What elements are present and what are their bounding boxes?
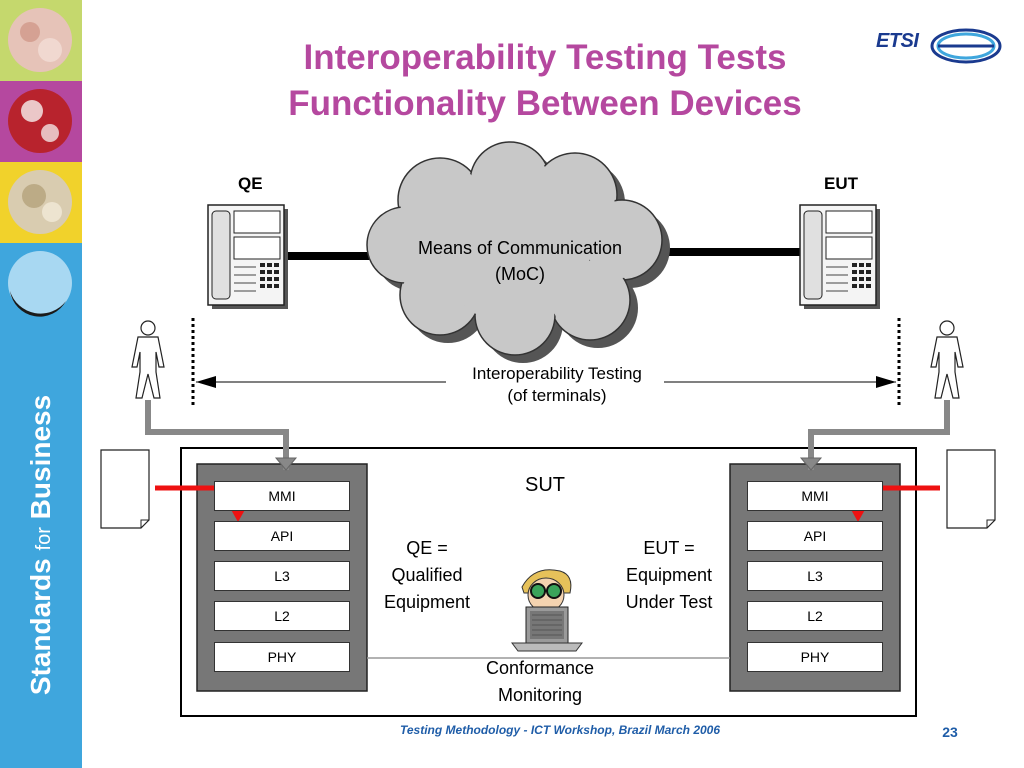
eut-layer-l2: L2	[747, 601, 883, 631]
eut-definition-line2: Equipment	[625, 565, 713, 585]
qe-definition-line2: Qualified	[391, 565, 463, 585]
interop-arrow-left-icon	[196, 376, 216, 388]
link-moc-eut	[655, 248, 800, 256]
qe-layer-api: API	[214, 521, 350, 551]
slide-title-line2: Functionality Between Devices	[288, 84, 802, 123]
eut-test-document-icon	[946, 449, 996, 529]
qe-layer-l3: L3	[214, 561, 350, 591]
eut-layer-phy: PHY	[747, 642, 883, 672]
qe-test-document-icon	[100, 449, 150, 529]
sidebar-tile-green	[0, 0, 82, 81]
qe-layer-mmi: MMI	[214, 481, 350, 511]
eut-definition-line3: Under Test	[625, 592, 713, 612]
qe-definition-line3: Equipment	[383, 592, 471, 612]
eut-layer-api: API	[747, 521, 883, 551]
qe-user-icon	[131, 320, 165, 399]
sidebar-strip: Standards for Business	[0, 0, 82, 768]
eut-telephone-icon	[799, 204, 880, 309]
interop-label-line1: Interoperability Testing	[472, 364, 642, 383]
slide-title-line1: Interoperability Testing Tests	[303, 38, 787, 77]
eut-layer-mmi: MMI	[747, 481, 883, 511]
cloud-label-line1: Means of Communication	[417, 238, 623, 258]
page-number: 23	[942, 724, 958, 740]
qe-telephone-icon	[207, 204, 288, 309]
qe-label: QE	[238, 174, 263, 193]
sut-label: SUT	[525, 474, 565, 496]
cloud-icon	[366, 141, 670, 363]
eut-label: EUT	[824, 174, 858, 193]
qe-layer-phy: PHY	[214, 642, 350, 672]
eut-user-feed-line	[799, 400, 950, 471]
sidebar-tile-blue	[0, 243, 82, 324]
monitoring-label-line1: Conformance	[485, 658, 595, 678]
cloud-label-line2: (MoC)	[495, 264, 545, 284]
sut-box	[180, 447, 917, 717]
etsi-logo: ETSI	[876, 22, 1006, 72]
qe-definition-line1: QE =	[406, 538, 448, 558]
sidebar-tile-yellow	[0, 162, 82, 243]
sidebar-tile-magenta	[0, 81, 82, 162]
qe-user-feed-line	[145, 400, 298, 471]
logo-text: ETSI	[876, 30, 919, 52]
interop-arrow-right-icon	[876, 376, 896, 388]
footer-text: Testing Methodology - ICT Workshop, Braz…	[399, 723, 721, 737]
interop-label-line2: (of terminals)	[507, 386, 607, 405]
eut-definition-line1: EUT =	[643, 538, 695, 558]
link-qe-moc	[283, 252, 383, 260]
monitoring-operator-icon	[511, 569, 583, 652]
eut-user-icon	[930, 320, 964, 399]
monitoring-label-line2: Monitoring	[497, 685, 583, 705]
eut-layer-l3: L3	[747, 561, 883, 591]
logo-swoosh-icon	[930, 28, 1002, 64]
qe-layer-l2: L2	[214, 601, 350, 631]
